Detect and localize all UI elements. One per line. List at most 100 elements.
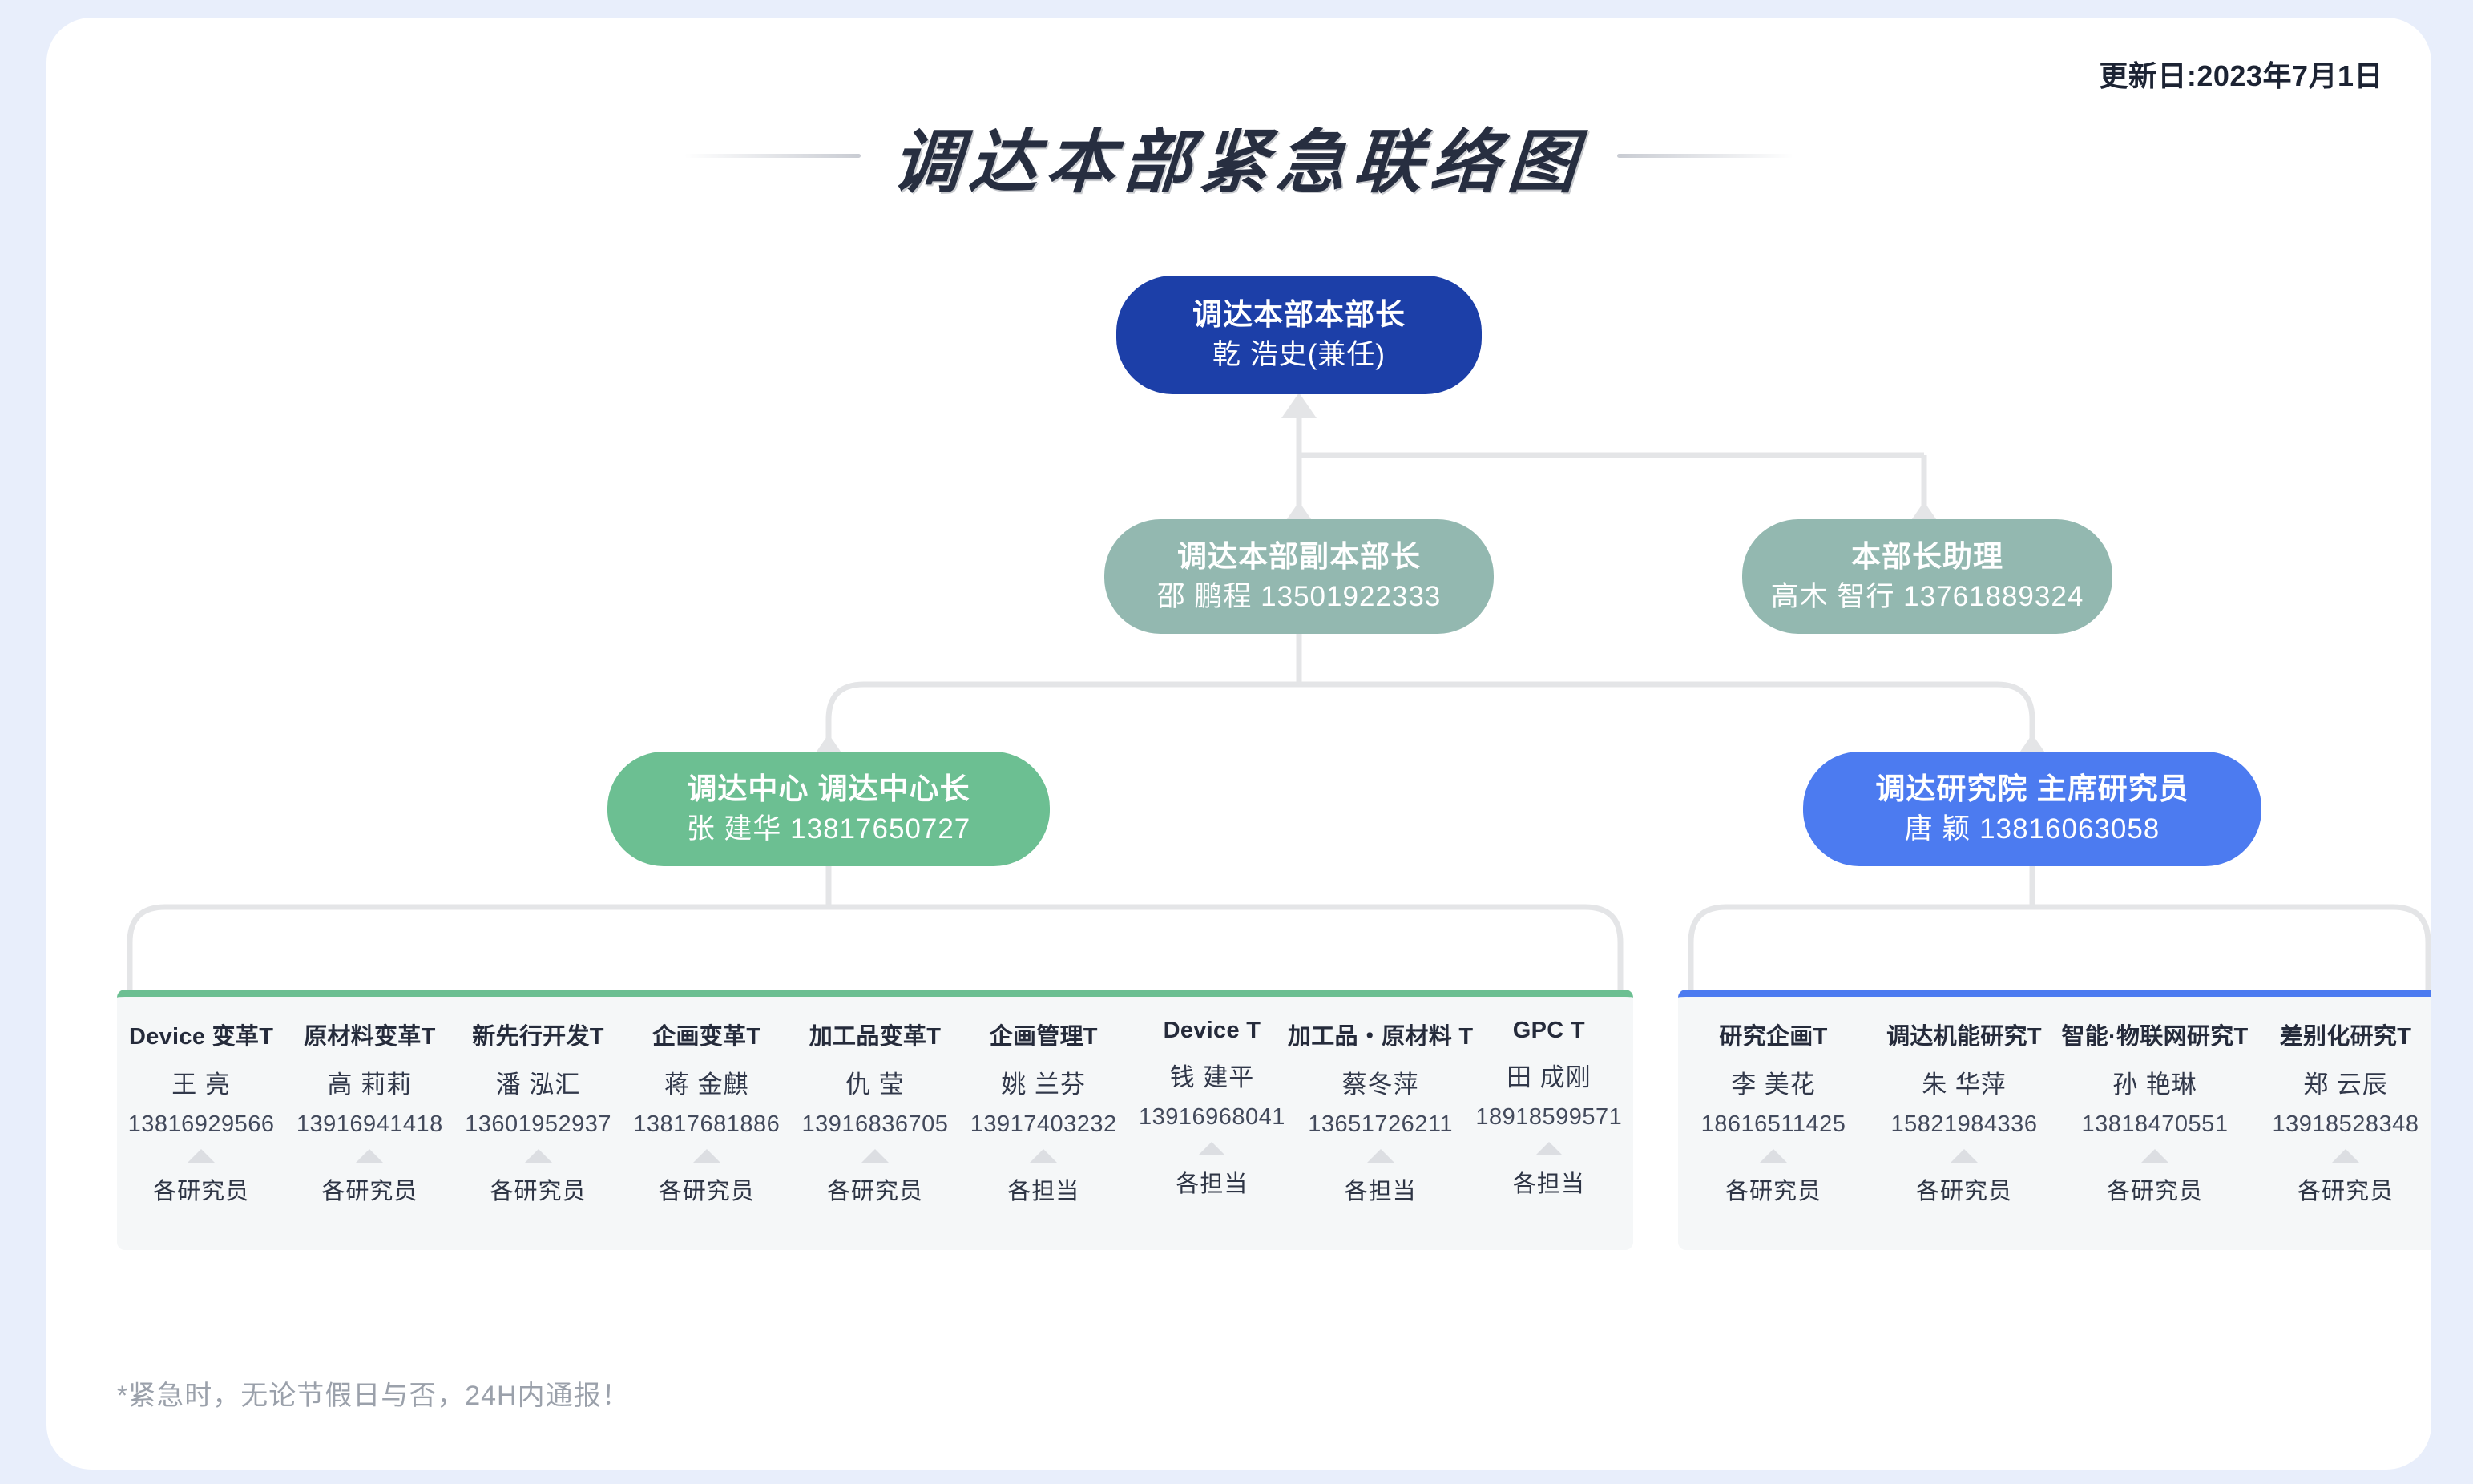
- up-triangle-icon: [861, 1149, 889, 1163]
- node-deputy[interactable]: 调达本部副本部长 邵 鹏程 13501922333: [1104, 519, 1494, 634]
- team-column[interactable]: GPC T 田 成刚 18918599571 各担当: [1465, 1018, 1633, 1199]
- node-center-person: 张 建华 13817650727: [686, 813, 971, 845]
- team-column[interactable]: 研究企画T 李 美花 18616511425 各研究员: [1678, 1018, 1869, 1206]
- up-triangle-icon: [692, 1149, 720, 1163]
- team-role: 各研究员: [658, 1179, 755, 1204]
- team-column[interactable]: 企画变革T 蒋 金麒 13817681886 各研究员: [623, 1018, 791, 1206]
- team-leader-name: 田 成刚: [1507, 1063, 1592, 1091]
- team-leader-phone: 18616511425: [1700, 1111, 1846, 1137]
- node-director-person: 乾 浩史(兼任): [1212, 339, 1386, 371]
- team-leader-name: 钱 建平: [1169, 1063, 1255, 1091]
- team-leader-phone: 13817681886: [633, 1111, 781, 1137]
- team-leader-phone: 18918599571: [1475, 1104, 1623, 1130]
- node-assistant-person: 高木 智行 13761889324: [1770, 580, 2084, 612]
- team-column[interactable]: 智能·物联网研究T 孙 艳琳 13818470551 各研究员: [2059, 1018, 2250, 1206]
- team-role: 各研究员: [321, 1179, 418, 1204]
- team-role: 各担当: [1007, 1179, 1080, 1204]
- team-title: 加工品・原材料 T: [1287, 1024, 1474, 1050]
- team-role: 各研究员: [1915, 1179, 2012, 1204]
- team-role: 各研究员: [490, 1179, 587, 1204]
- title-rule-right: [1617, 154, 1793, 158]
- team-column[interactable]: 原材料变革T 高 莉莉 13916941418 各研究员: [285, 1018, 454, 1206]
- page-title: 调达本部紧急联络图: [889, 122, 1587, 203]
- up-triangle-icon: [1198, 1142, 1226, 1155]
- up-triangle-icon: [188, 1149, 216, 1163]
- up-triangle-icon: [524, 1149, 552, 1163]
- chart-card: 更新日:2023年7月1日 调达本部紧急联络图: [46, 18, 2431, 1470]
- up-triangle-icon: [2141, 1149, 2168, 1163]
- group-panel-institute: 研究企画T 李 美花 18616511425 各研究员 调达机能研究T 朱 华萍 15821…: [1678, 990, 2431, 1250]
- team-leader-name: 蔡冬萍: [1341, 1071, 1419, 1099]
- team-title: 智能·物联网研究T: [2061, 1024, 2249, 1050]
- node-institute-title: 调达研究院 主席研究员: [1875, 772, 2189, 805]
- up-triangle-icon: [1951, 1149, 1978, 1163]
- team-role: 各研究员: [2106, 1179, 2203, 1204]
- team-title: 加工品变革T: [809, 1024, 942, 1050]
- up-triangle-icon: [1760, 1149, 1787, 1163]
- team-leader-name: 郑 云辰: [2303, 1071, 2388, 1099]
- team-role: 各研究员: [2297, 1179, 2394, 1204]
- node-director-title: 调达本部本部长: [1192, 298, 1406, 332]
- team-role: 各研究员: [153, 1179, 250, 1204]
- team-role: 各担当: [1176, 1171, 1249, 1197]
- team-leader-phone: 13916941418: [296, 1111, 443, 1137]
- team-leader-phone: 13816929566: [127, 1111, 275, 1137]
- team-leader-phone: 13918528348: [2272, 1111, 2419, 1137]
- up-triangle-icon: [1535, 1142, 1563, 1155]
- team-title: 企画变革T: [652, 1024, 761, 1050]
- team-leader-name: 高 莉莉: [327, 1071, 413, 1099]
- title-row: 调达本部紧急联络图: [46, 106, 2431, 206]
- team-leader-phone: 13601952937: [465, 1111, 611, 1137]
- node-deputy-title: 调达本部副本部长: [1177, 539, 1421, 573]
- team-leader-name: 孙 艳琳: [2112, 1071, 2197, 1099]
- team-title: 调达机能研究T: [1886, 1024, 2042, 1050]
- team-title: 研究企画T: [1719, 1024, 1828, 1050]
- team-title: Device 变革T: [128, 1024, 274, 1050]
- team-column[interactable]: 加工品变革T 仇 莹 13916836705 各研究员: [791, 1018, 959, 1206]
- node-director[interactable]: 调达本部本部长 乾 浩史(兼任): [1116, 276, 1482, 394]
- team-column[interactable]: Device T 钱 建平 13916968041 各担当: [1128, 1018, 1296, 1199]
- up-triangle-icon: [2332, 1149, 2359, 1163]
- team-leader-name: 朱 华萍: [1922, 1071, 2007, 1099]
- node-center[interactable]: 调达中心 调达中心长 张 建华 13817650727: [607, 752, 1050, 866]
- node-center-title: 调达中心 调达中心长: [687, 772, 970, 805]
- team-leader-name: 蒋 金麒: [664, 1071, 749, 1099]
- team-leader-phone: 13916836705: [801, 1111, 949, 1137]
- team-column[interactable]: 差别化研究T 郑 云辰 13918528348 各研究员: [2250, 1018, 2431, 1206]
- team-title: 新先行开发T: [472, 1024, 604, 1050]
- team-leader-phone: 15821984336: [1890, 1111, 2038, 1137]
- team-role: 各担当: [1344, 1179, 1417, 1204]
- team-role: 各担当: [1512, 1171, 1585, 1197]
- team-leader-name: 潘 泓汇: [495, 1071, 581, 1099]
- team-title: 原材料变革T: [304, 1024, 436, 1050]
- node-deputy-person: 邵 鹏程 13501922333: [1156, 580, 1442, 612]
- up-triangle-icon: [356, 1149, 384, 1163]
- team-leader-name: 仇 莹: [845, 1071, 905, 1099]
- update-date: 更新日:2023年7月1日: [2099, 59, 2383, 92]
- team-role: 各研究员: [826, 1179, 923, 1204]
- connector-lines: [127, 393, 2431, 990]
- team-title: GPC T: [1512, 1018, 1585, 1043]
- node-assistant[interactable]: 本部长助理 高木 智行 13761889324: [1742, 519, 2112, 634]
- title-rule-left: [684, 154, 861, 158]
- up-triangle-icon: [1366, 1149, 1394, 1163]
- team-title: Device T: [1163, 1018, 1261, 1043]
- team-column[interactable]: 新先行开发T 潘 泓汇 13601952937 各研究员: [454, 1018, 622, 1206]
- team-leader-name: 姚 兰芬: [1001, 1071, 1087, 1099]
- footnote: *紧急时，无论节假日与否，24H内通报！: [117, 1381, 630, 1411]
- team-title: 差别化研究T: [2279, 1024, 2412, 1050]
- team-leader-name: 李 美花: [1731, 1071, 1816, 1099]
- node-institute-person: 唐 颖 13816063058: [1904, 813, 2160, 845]
- node-assistant-title: 本部长助理: [1851, 539, 2003, 573]
- team-leader-phone: 13916968041: [1138, 1104, 1285, 1130]
- team-leader-phone: 13917403232: [970, 1111, 1117, 1137]
- team-column[interactable]: 调达机能研究T 朱 华萍 15821984336 各研究员: [1869, 1018, 2059, 1206]
- team-role: 各研究员: [1725, 1179, 1821, 1204]
- node-institute[interactable]: 调达研究院 主席研究员 唐 颖 13816063058: [1803, 752, 2261, 866]
- team-leader-phone: 13818470551: [2081, 1111, 2229, 1137]
